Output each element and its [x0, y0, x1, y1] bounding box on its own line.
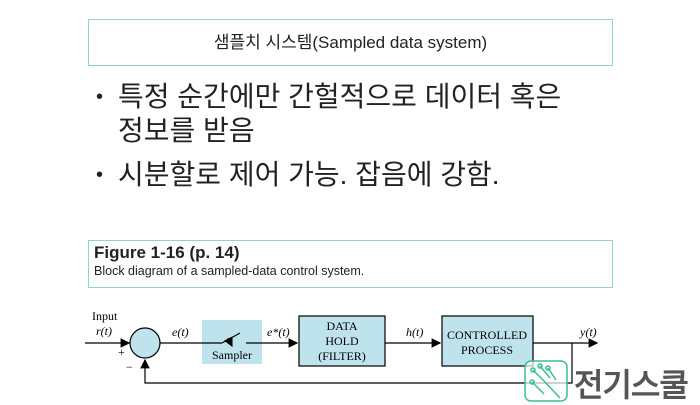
bullet-dot: •	[96, 164, 104, 186]
feedback-path	[140, 343, 573, 384]
summing-junction	[129, 327, 161, 359]
input-signal-label: r(t)	[96, 324, 112, 338]
watermark-logo-icon	[524, 360, 568, 402]
data-hold-block	[298, 315, 386, 367]
output-label: y(t)	[579, 325, 597, 339]
sampled-label: e*(t)	[267, 325, 290, 339]
watermark-text: 전기스쿨	[574, 367, 689, 403]
bullet-1-line-1: 특정 순간에만 간헐적으로 데이터 혹은	[118, 81, 562, 112]
bullet-2-line-1: 시분할로 제어 가능. 잡음에 강함.	[118, 159, 500, 190]
process-label-1: CONTROLLED	[447, 328, 527, 342]
error-label: e(t)	[172, 325, 189, 339]
hold-label-2: HOLD	[325, 334, 359, 348]
minus-sign: −	[126, 360, 133, 374]
hold-label-1: DATA	[326, 319, 357, 333]
figure-caption: Block diagram of a sampled-data control …	[94, 264, 365, 278]
bullet-dot: •	[96, 86, 104, 108]
figure-caption-box: Figure 1-16 (p. 14) Block diagram of a s…	[88, 240, 613, 288]
hold-output-label: h(t)	[406, 325, 423, 339]
hold-label-3: (FILTER)	[318, 349, 366, 363]
slide-title-text: 샘플치 시스템(Sampled data system)	[213, 33, 488, 52]
process-label-2: PROCESS	[461, 343, 513, 357]
slide-title: 샘플치 시스템(Sampled data system)	[88, 19, 613, 66]
sampler-label: Sampler	[212, 348, 252, 362]
plus-sign: +	[118, 345, 125, 359]
bullet-1-line-2: 정보를 받음	[118, 115, 255, 146]
figure-title: Figure 1-16 (p. 14)	[94, 243, 240, 262]
input-label: Input	[92, 309, 118, 323]
controlled-process-block	[441, 315, 534, 367]
